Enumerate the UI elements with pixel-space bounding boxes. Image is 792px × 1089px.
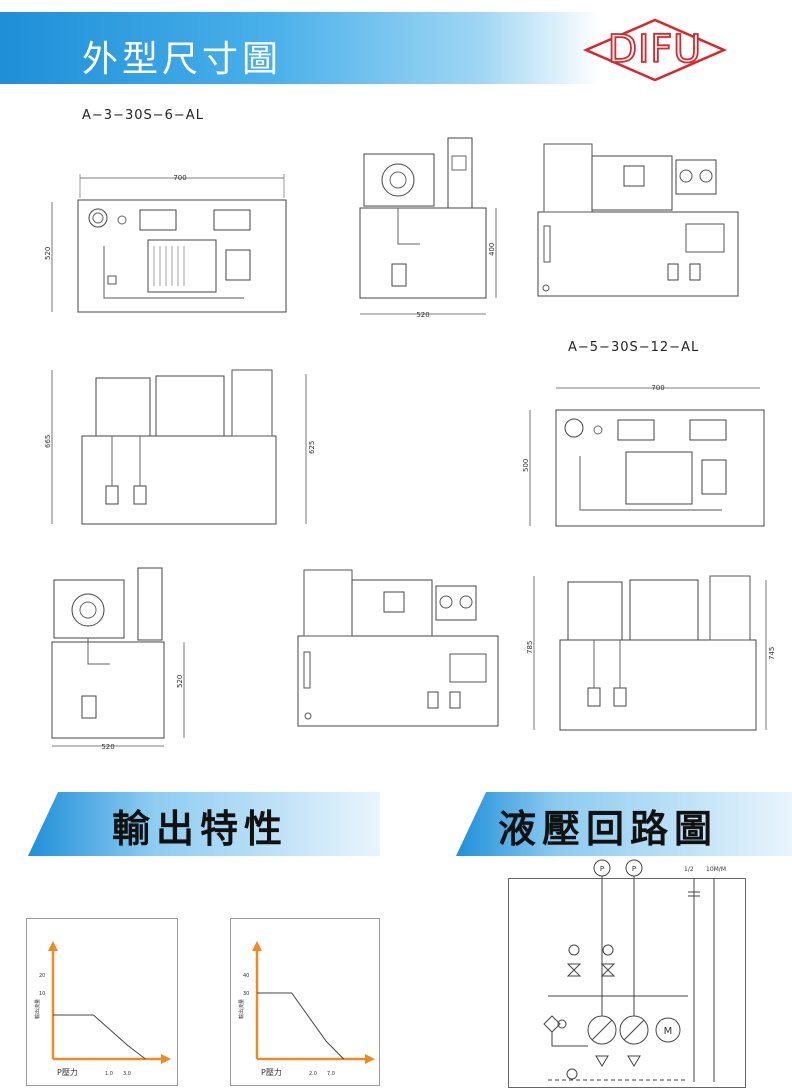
chart-1-ylabel: 輸出流量 [34, 999, 41, 1019]
chart-1-xlabel: P壓力 [57, 1067, 78, 1077]
rear-view-drawing-a [537, 143, 739, 297]
circuit-ratio-label: 1/2 [684, 866, 694, 873]
output-chart-2: P壓力 輸出流量 40 30 2.0 7.0 [238, 941, 375, 1077]
dim-front-height-left-a: 665 [44, 435, 52, 448]
chart-2-ylabel: 輸出流量 [238, 999, 245, 1019]
chart-2-series-line [257, 992, 345, 1060]
front-view-drawing-b: 785 745 [526, 575, 776, 731]
dim-front-height-right-a: 625 [308, 441, 316, 454]
output-chart-2-frame: P壓力 輸出流量 40 30 2.0 7.0 [230, 918, 380, 1086]
top-view-drawing-b: 700 500 [522, 384, 765, 527]
dim-side-height-b: 520 [176, 675, 184, 688]
hydraulic-circuit-diagram: P P 1/2 10M/M M [543, 859, 726, 1082]
rear-view-drawing-b [297, 569, 499, 727]
circuit-section-banner [456, 792, 792, 856]
model-label-b: A−5−30S−12−AL [568, 340, 700, 355]
chart-2-xlabel: P壓力 [261, 1067, 282, 1077]
dim-top-width-a: 700 [173, 174, 186, 182]
circuit-section-title: 液壓回路圖 [498, 807, 719, 851]
chart-2-xtick-1: 7.0 [327, 1071, 335, 1077]
difu-logo: DIFU [582, 18, 728, 82]
chart-1-y-arrow [48, 941, 58, 951]
output-section-title: 輸出特性 [112, 807, 289, 851]
dim-top-height-a: 520 [44, 247, 52, 260]
chart-1-series-line [53, 1014, 146, 1060]
chart-1-ytick-1: 10 [39, 991, 45, 997]
chart-2-y-arrow [252, 941, 262, 951]
header-banner: 外型尺寸圖 [0, 12, 600, 84]
model-label-a: A−3−30S−6−AL [82, 108, 204, 123]
dim-front-height-right-b: 745 [768, 647, 776, 660]
chart-2-ytick-1: 30 [243, 991, 249, 997]
circuit-port-p1: P [600, 865, 604, 873]
top-view-drawing-a: 700 520 [44, 174, 287, 313]
chart-1-ytick-0: 20 [39, 973, 45, 979]
dim-side-height-a: 400 [488, 243, 496, 256]
dim-top-width-b: 700 [651, 384, 664, 392]
chart-2-x-arrow [365, 1054, 375, 1064]
side-view-drawing-a: 520 400 [359, 137, 497, 319]
page-title: 外型尺寸圖 [82, 39, 283, 80]
front-view-drawing-a: 665 625 [44, 369, 316, 525]
circuit-motor-label: M [664, 1026, 673, 1037]
output-chart-1-frame: P壓力 輸出流量 20 10 1.0 3.0 [26, 918, 178, 1086]
dim-side-width-a: 520 [416, 311, 429, 319]
dim-front-height-left-b: 785 [526, 641, 534, 654]
chart-1-xtick-0: 1.0 [105, 1071, 113, 1077]
circuit-port-p2: P [632, 865, 636, 873]
output-chart-1: P壓力 輸出流量 20 10 1.0 3.0 [34, 941, 171, 1077]
output-section-banner [28, 792, 380, 856]
chart-2-xtick-0: 2.0 [309, 1071, 317, 1077]
circuit-speed-label: 10M/M [706, 866, 726, 873]
chart-1-xtick-1: 3.0 [123, 1071, 131, 1077]
dim-top-height-b: 500 [522, 459, 530, 472]
dim-side-width-b: 520 [101, 743, 114, 751]
chart-2-ytick-0: 40 [243, 973, 249, 979]
chart-1-x-arrow [161, 1054, 171, 1064]
logo-text: DIFU [608, 27, 702, 71]
side-view-drawing-b: 520 520 [51, 567, 185, 751]
